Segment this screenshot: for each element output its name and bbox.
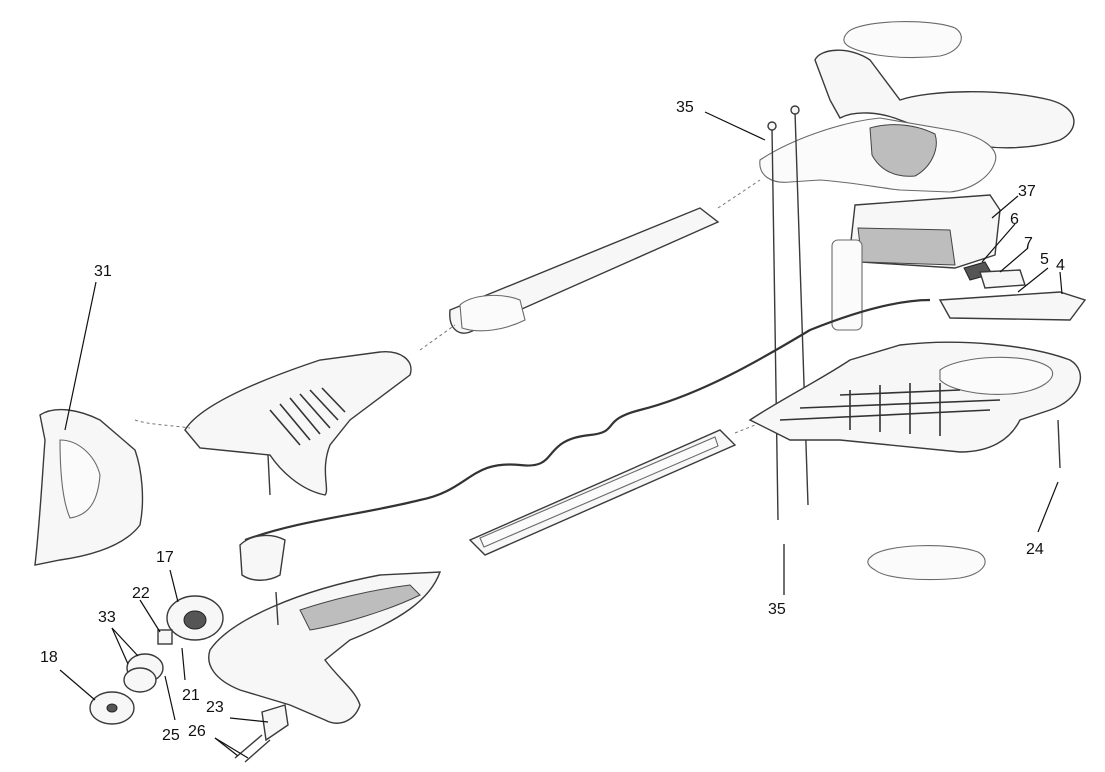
lower-housing-assembly: [748, 341, 1081, 581]
callout-labels: 35 37 6 7 5 4 31 24 35 17 22 33 18 21 23…: [40, 99, 1065, 744]
screw-26-a: [234, 734, 263, 759]
callout-4: 4: [1056, 257, 1065, 274]
switch-box-face: [857, 227, 956, 266]
callout-21: 21: [182, 687, 200, 704]
lower-housing: [748, 341, 1081, 453]
motor-can: [239, 534, 286, 581]
lower-shaft-assembly: [468, 424, 756, 556]
callout-6: 6: [1010, 211, 1019, 228]
callout-26: 26: [188, 723, 206, 740]
bearing-22: [157, 629, 173, 645]
coupler-screw: [267, 454, 271, 496]
switch-lever-23: [261, 704, 289, 742]
grip-pad-bottom: [867, 545, 986, 581]
handle-inner-trigger: [869, 124, 937, 177]
power-cord: [244, 298, 931, 542]
handle-screw: [275, 591, 279, 626]
guard-assembly-31: [34, 408, 191, 566]
callout-35-top: 35: [676, 99, 694, 116]
washer-33-b: [123, 667, 157, 693]
callout-31: 31: [94, 263, 112, 280]
shaft-coupler-assembly: [184, 351, 412, 496]
lower-shaft-rail-inner: [479, 436, 719, 548]
callout-17: 17: [156, 549, 174, 566]
housing-screw-24: [1057, 419, 1061, 469]
callout-18: 18: [40, 649, 58, 666]
screw-35-b-head: [790, 105, 800, 115]
part-4-5-bracket: [938, 291, 1087, 321]
guard-31-inner: [59, 439, 101, 519]
screw-35-a: [771, 127, 779, 521]
callout-35-bottom: 35: [768, 601, 786, 618]
grip-pad-top: [843, 21, 962, 59]
callout-5: 5: [1040, 251, 1049, 268]
spool-cap-18-hub: [106, 703, 118, 713]
screw-26-b: [244, 739, 271, 763]
callout-33: 33: [98, 609, 116, 626]
lower-housing-ring: [939, 356, 1053, 395]
motor-head-assembly: [89, 534, 289, 763]
callout-23: 23: [206, 699, 224, 716]
handle-top-loop: [814, 49, 1075, 149]
upper-handle-assembly: [759, 21, 1087, 521]
part-7: [979, 269, 1026, 289]
screw-35-a-head: [767, 121, 777, 131]
callout-25: 25: [162, 727, 180, 744]
gear-housing-17-core: [183, 610, 207, 630]
lower-handle-assembly: [208, 571, 442, 724]
handle-shaft: [831, 239, 863, 331]
lower-handle-grip: [299, 584, 421, 631]
callout-24: 24: [1026, 541, 1044, 558]
leader-lines: [59, 111, 1063, 759]
coupler-housing: [184, 351, 412, 496]
upper-shaft-cover: [459, 294, 526, 332]
upper-shaft-assembly: [419, 179, 761, 351]
callout-37: 37: [1018, 183, 1036, 200]
callout-7: 7: [1024, 235, 1033, 252]
lower-housing-grid: [779, 383, 1001, 436]
coupler-ribs: [269, 387, 346, 446]
callout-22: 22: [132, 585, 150, 602]
